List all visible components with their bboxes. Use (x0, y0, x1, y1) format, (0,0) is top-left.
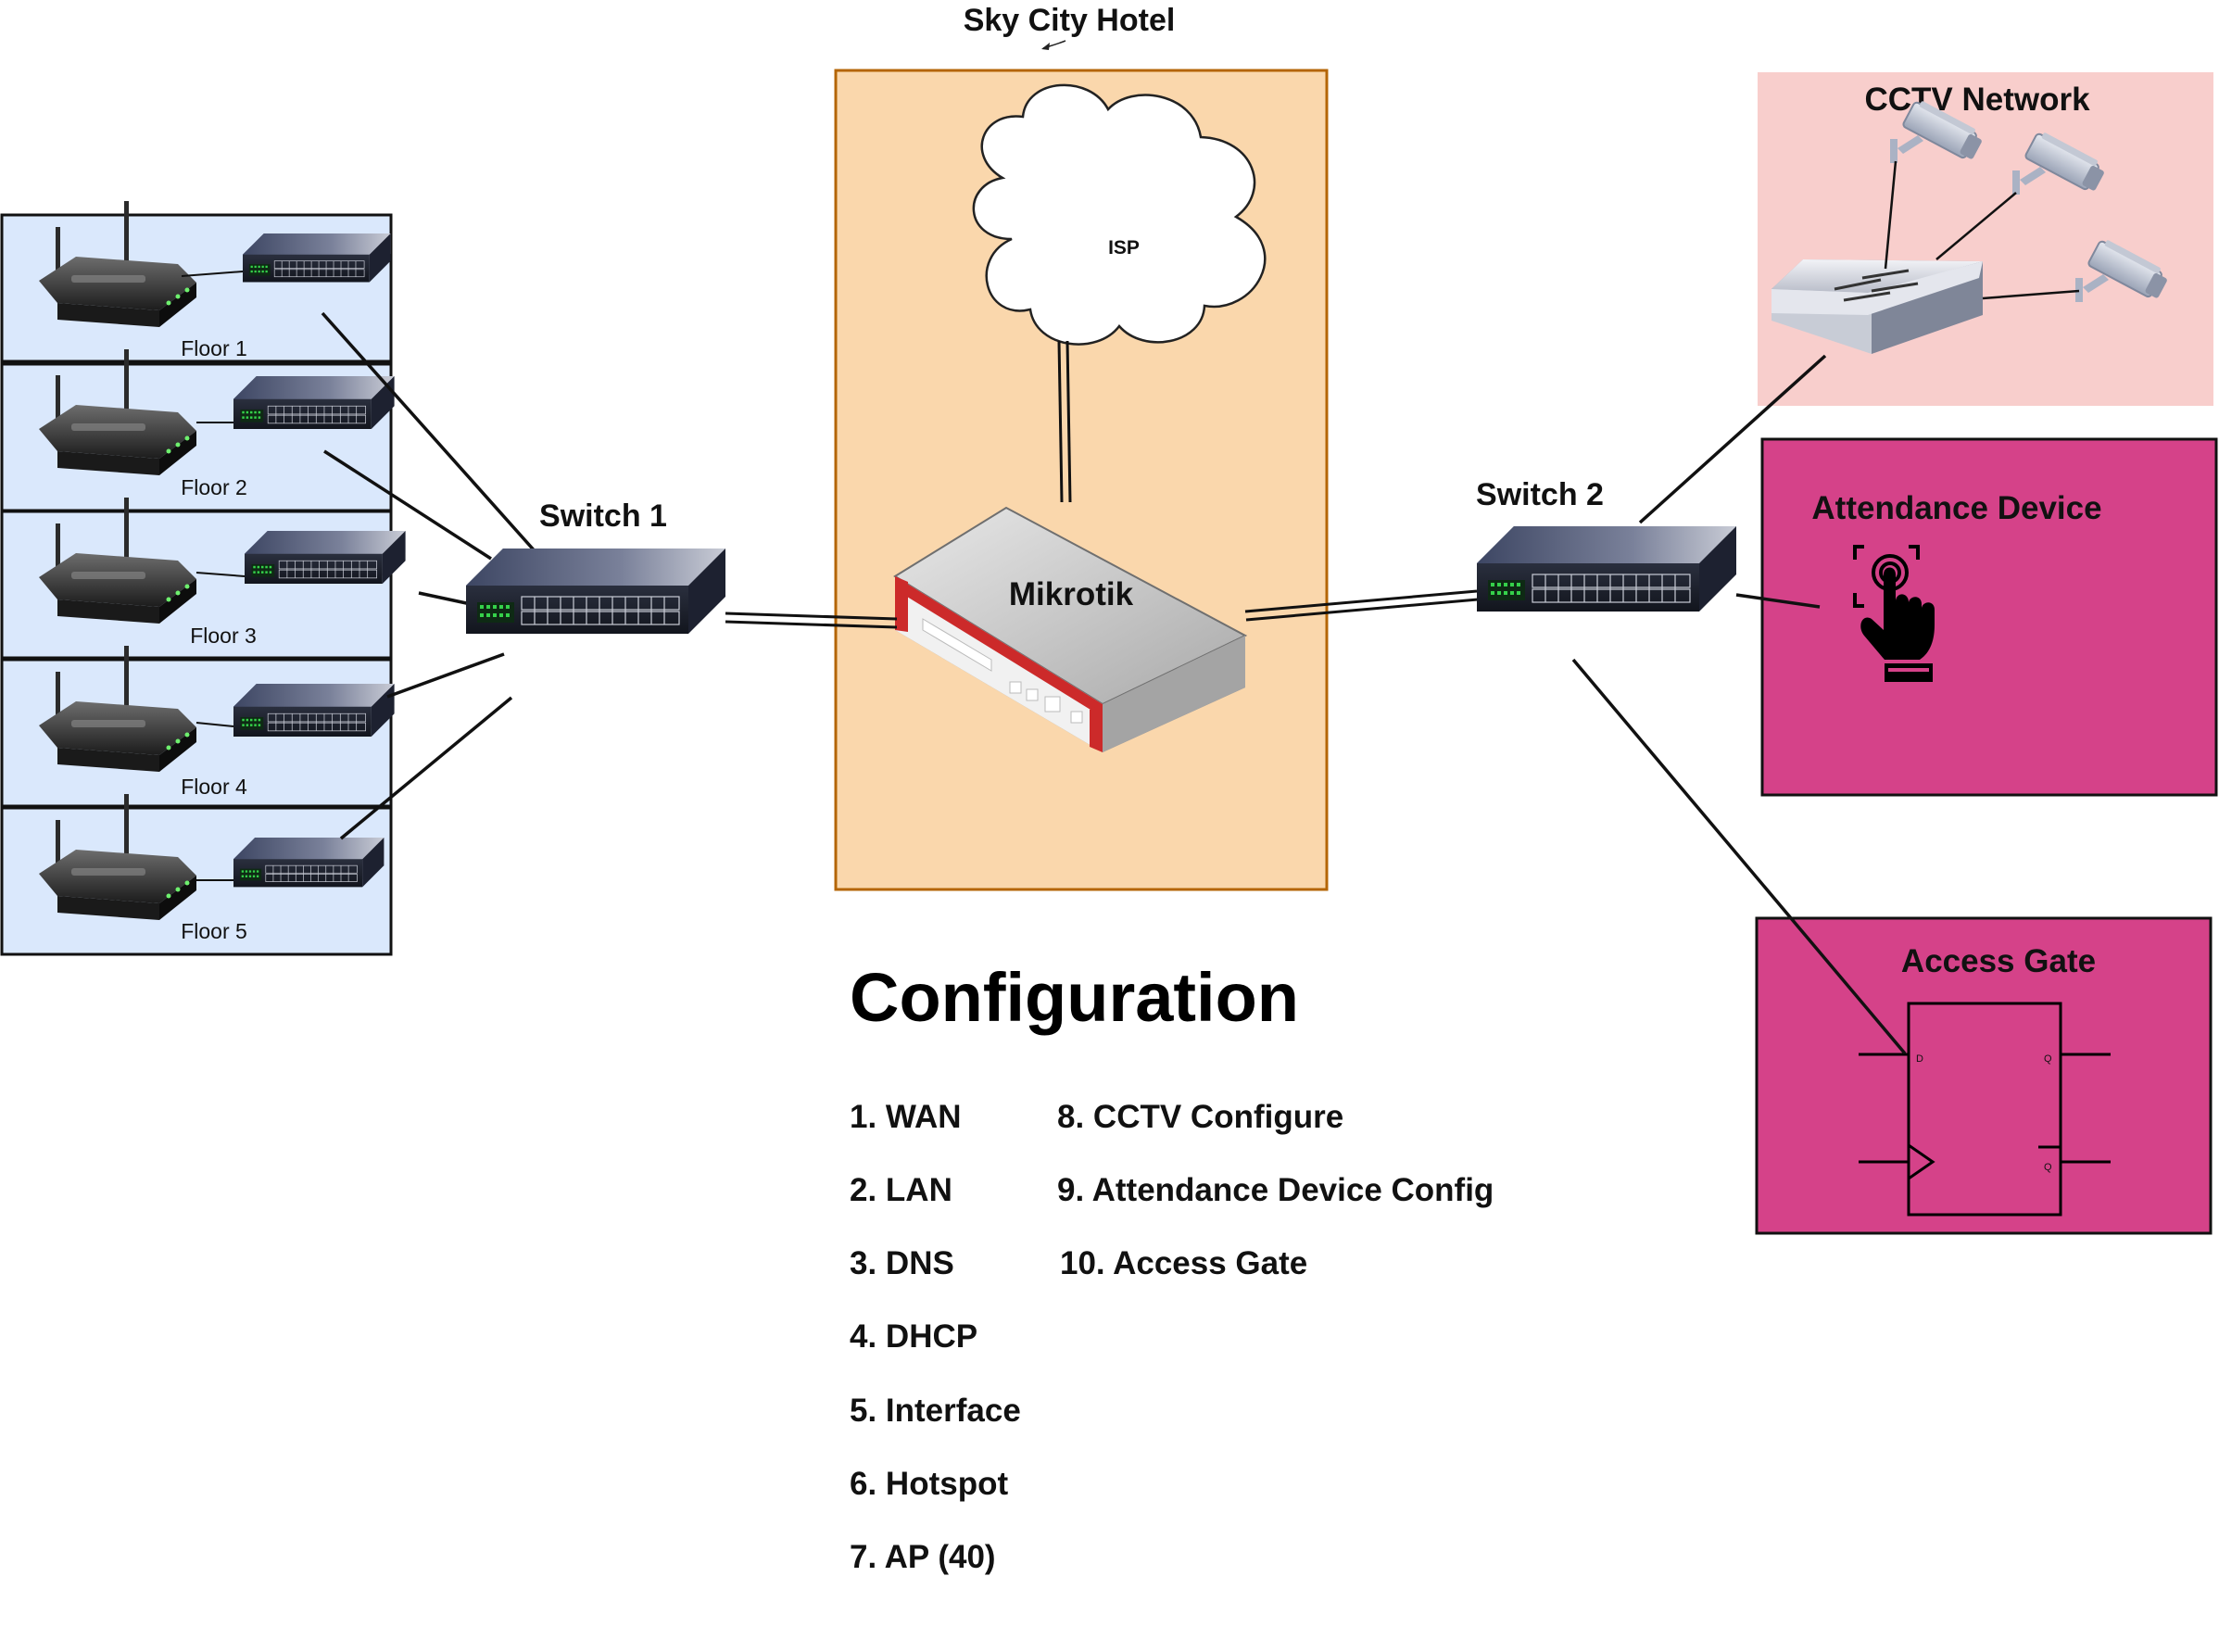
floor-label-5: Floor 5 (181, 919, 247, 943)
pin-q-label: Q (2044, 1053, 2052, 1065)
cctv-zone (1758, 72, 2213, 406)
floor-switch-icon[interactable] (233, 375, 395, 430)
uplink-cables (321, 311, 539, 840)
cctv-switch[interactable] (1771, 259, 1983, 354)
switch-2[interactable] (1476, 525, 1737, 612)
config-item-hotspot: 6. Hotspot (850, 1466, 1009, 1502)
floor-switch-icon[interactable] (233, 837, 385, 888)
floor-label-3: Floor 3 (190, 624, 257, 648)
config-item-wan: 1. WAN (850, 1099, 962, 1135)
router-switch-2-cable (1244, 589, 1479, 622)
switch-1[interactable] (465, 548, 726, 635)
router-label: Mikrotik (1009, 576, 1134, 612)
isp-cloud[interactable] (972, 83, 1267, 346)
config-item-dns: 3. DNS (850, 1245, 954, 1281)
switch-1-router-cable (725, 612, 898, 629)
config-item-cctv: 8. CCTV Configure (1057, 1099, 1344, 1135)
config-item-interface: 5. Interface (850, 1393, 1021, 1429)
access-gate-title: Access Gate (1901, 943, 2096, 979)
pin-d-label: D (1916, 1053, 1923, 1065)
attendance-zone (1760, 437, 2218, 797)
fingerprint-touch-icon[interactable] (1853, 545, 1935, 682)
mikrotik-router[interactable] (893, 506, 1248, 752)
title-arrow-head (1041, 43, 1050, 50)
config-item-access-gate: 10. Access Gate (1060, 1245, 1308, 1281)
configuration-title: Configuration (850, 959, 1300, 1036)
switch-1-label: Switch 1 (539, 498, 667, 534)
isp-label: ISP (1108, 237, 1140, 259)
floor-label-1: Floor 1 (181, 336, 247, 360)
floor-switch-icon[interactable] (233, 683, 395, 738)
floor-switch-icon[interactable] (242, 233, 391, 283)
config-item-attendance: 9. Attendance Device Config (1057, 1172, 1494, 1208)
cctv-title: CCTV Network (1864, 82, 2090, 118)
configuration-panel: Configuration 1. WAN 2. LAN 3. DNS 4. DH… (850, 964, 1683, 1612)
flip-flop-symbol[interactable]: D Q Q (1859, 1002, 2111, 1217)
config-item-dhcp: 4. DHCP (850, 1318, 978, 1355)
isp-cable (1057, 340, 1072, 503)
access-gate-zone (1755, 916, 2213, 1235)
floor-switch-icon[interactable] (244, 530, 406, 585)
pin-qbar-label: Q (2044, 1162, 2052, 1173)
diagram-title: Sky City Hotel (964, 3, 1176, 38)
config-item-lan: 2. LAN (850, 1172, 952, 1208)
floor-label-2: Floor 2 (181, 475, 247, 499)
switch-2-cables (1571, 354, 1907, 1055)
cctv-cables (1884, 160, 2080, 300)
switch-2-attendance-cable (1735, 593, 1821, 609)
switch-2-label: Switch 2 (1476, 477, 1604, 512)
floor-label-4: Floor 4 (181, 775, 247, 799)
attendance-title: Attendance Device (1811, 490, 2101, 526)
config-item-ap: 7. AP (40) (850, 1539, 996, 1575)
floor-cables (181, 271, 246, 881)
